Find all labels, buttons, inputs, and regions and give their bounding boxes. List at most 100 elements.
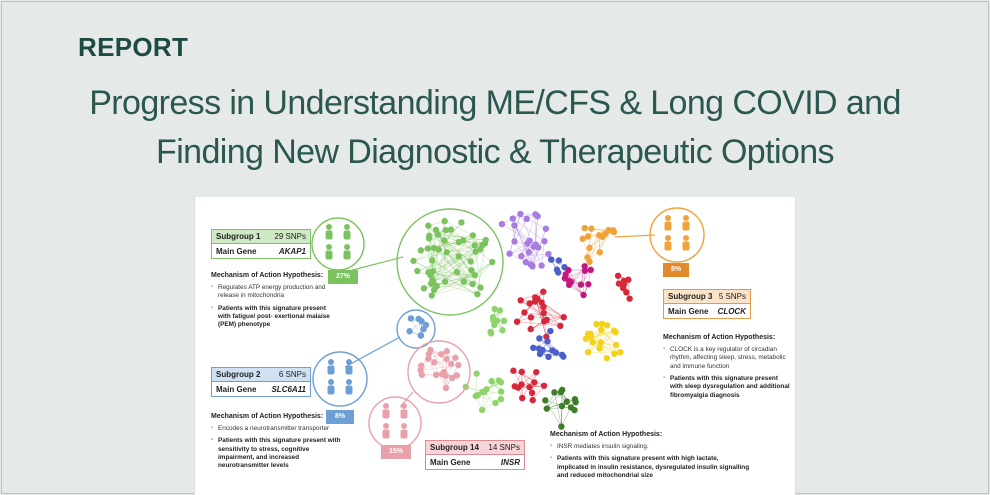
subgroup-1-cluster-edge — [432, 271, 458, 282]
subgroup-3-person-body — [664, 241, 672, 251]
report-label: REPORT — [78, 32, 189, 62]
subgroup-1-cluster-node — [474, 290, 481, 298]
yellow-cluster-edge — [585, 338, 607, 359]
subgroup-1-cluster-node — [441, 217, 448, 225]
red-cluster-node — [615, 280, 623, 287]
subgroup-14-cluster-node — [448, 374, 456, 382]
red-lower-cluster-node — [540, 382, 548, 389]
purple-cluster-edge — [509, 213, 521, 254]
orange-cluster-node — [579, 235, 586, 242]
lightgreen-cluster-b-node — [488, 377, 495, 385]
subgroup-2-cluster-ring — [396, 309, 436, 349]
crimson-cluster-edge — [520, 300, 547, 321]
red-lower-cluster-node — [528, 389, 536, 397]
subgroup-1-cluster-node — [443, 249, 450, 256]
indigo-cluster-node — [544, 338, 551, 345]
purple-cluster-edge — [514, 225, 530, 241]
subgroup-3-snps: 5 SNPs — [718, 292, 746, 301]
lightgreen-cluster-b-edge — [477, 394, 496, 404]
subgroup-3-mechanism: Mechanism of Action Hypothesis: CLOCK is… — [663, 333, 791, 404]
subgroup-1-cluster-edge — [428, 235, 473, 239]
subgroup-1-cluster-edge — [456, 271, 473, 285]
lightgreen-cluster-b-edge — [475, 373, 477, 397]
crimson-cluster-node — [560, 314, 567, 321]
purple-cluster-node — [506, 250, 513, 257]
subgroup-14-person-body — [400, 429, 408, 439]
subgroup-1-cluster-node — [425, 222, 432, 229]
subgroup-14-cluster-node — [443, 355, 450, 363]
subgroup-1-cluster-node — [410, 257, 417, 265]
subgroup-1-cluster-node — [460, 278, 467, 285]
subgroup-1-cluster-edge — [432, 242, 460, 272]
magenta-cluster-node — [581, 263, 588, 270]
red-lower-cluster-node — [510, 367, 517, 374]
subgroup-3-gene-label: Main Gene — [668, 306, 709, 316]
subgroup-1-cluster-node — [427, 280, 435, 287]
crimson-cluster-edge — [530, 316, 564, 330]
indigo-cluster-node — [530, 344, 537, 352]
magenta-cluster-edge — [568, 269, 584, 296]
purple-cluster-edge — [535, 216, 538, 245]
magenta-cluster-node — [587, 266, 594, 274]
purple-cluster-edge — [512, 214, 536, 219]
subgroup-2-people-ring — [312, 351, 368, 407]
subgroup-1-cluster-node — [453, 268, 461, 276]
yellow-cluster-edge — [591, 336, 615, 355]
subgroup-1-cluster-edge — [429, 235, 446, 282]
title-line-2: Finding New Diagnostic & Therapeutic Opt… — [156, 133, 834, 171]
purple-cluster-node — [517, 210, 524, 218]
subgroup-14-mechanism: Mechanism of Action Hypothesis: INSR med… — [550, 430, 750, 484]
subgroup-3-connector — [614, 234, 656, 238]
subgroup-14-bold-bullet: Patients with this signature present wit… — [550, 455, 750, 480]
yellow-cluster-node — [617, 349, 624, 356]
lightgreen-cluster-b-node — [497, 395, 505, 403]
purple-cluster-edge — [526, 218, 547, 230]
darkgreen-cluster-edge — [546, 391, 562, 409]
subgroup-2-mechanism-head: Mechanism of Action Hypothesis: — [211, 413, 324, 420]
subgroup-1-cluster-node — [428, 292, 435, 299]
red-cluster-node — [626, 295, 633, 302]
subgroup-1-cluster-edge — [432, 270, 475, 276]
indigo-cluster-node — [545, 353, 552, 361]
subgroup-2-cluster-node — [418, 318, 425, 325]
yellow-cluster-node — [603, 354, 610, 362]
subgroup-1-cluster-edge — [432, 281, 478, 295]
lightgreen-cluster-a-node — [500, 317, 508, 325]
subgroup-1-cluster-edge — [432, 245, 475, 281]
subgroup-1-people-ring — [311, 217, 365, 271]
red-lower-cluster-node — [531, 379, 538, 386]
purple-cluster-node — [532, 211, 539, 218]
subgroup-1-cluster-edge — [428, 238, 481, 250]
darkgreen-cluster-node — [542, 397, 549, 404]
subgroup-1-gene-label: Main Gene — [216, 246, 257, 256]
subgroup-2-person-body — [327, 385, 335, 395]
subgroup-1-connector — [344, 256, 404, 273]
subgroup-1-cluster-node — [460, 237, 467, 244]
yellow-cluster-edge — [601, 329, 615, 354]
subgroup-3-people-ring — [649, 207, 705, 263]
lightgreen-cluster-b-node — [478, 406, 486, 414]
subgroup-3-bold-bullet: Patients with this signature present wit… — [663, 375, 791, 400]
magenta-cluster-node — [585, 281, 592, 288]
subgroup-3-person-body — [682, 241, 690, 251]
subgroup-2-cluster-node — [420, 325, 427, 333]
purple-cluster-node — [542, 225, 550, 232]
purple-cluster-edge — [514, 218, 528, 242]
darkgreen-cluster-node — [543, 405, 551, 412]
subgroup-1-snps: 29 SNPs — [274, 232, 306, 241]
purple-cluster-node — [511, 238, 518, 245]
subgroup-14-cluster-node — [455, 361, 462, 369]
crimson-cluster-node — [513, 318, 521, 325]
subgroup-14-person-head — [401, 403, 407, 409]
subgroup-1-cluster-node — [442, 226, 450, 234]
purple-cluster-node — [523, 215, 530, 223]
subgroup-1-cluster-node — [467, 258, 474, 265]
red-lower-cluster-node — [518, 368, 525, 376]
subgroup-2-connector — [344, 336, 401, 368]
indigo-cluster-node — [539, 346, 546, 354]
yellow-cluster-node — [588, 333, 595, 340]
subgroup-1-cluster-edge — [429, 235, 458, 273]
crimson-cluster-edge — [543, 312, 564, 318]
yellow-cluster-node — [593, 320, 600, 328]
darkgreen-cluster-edge — [554, 392, 576, 403]
